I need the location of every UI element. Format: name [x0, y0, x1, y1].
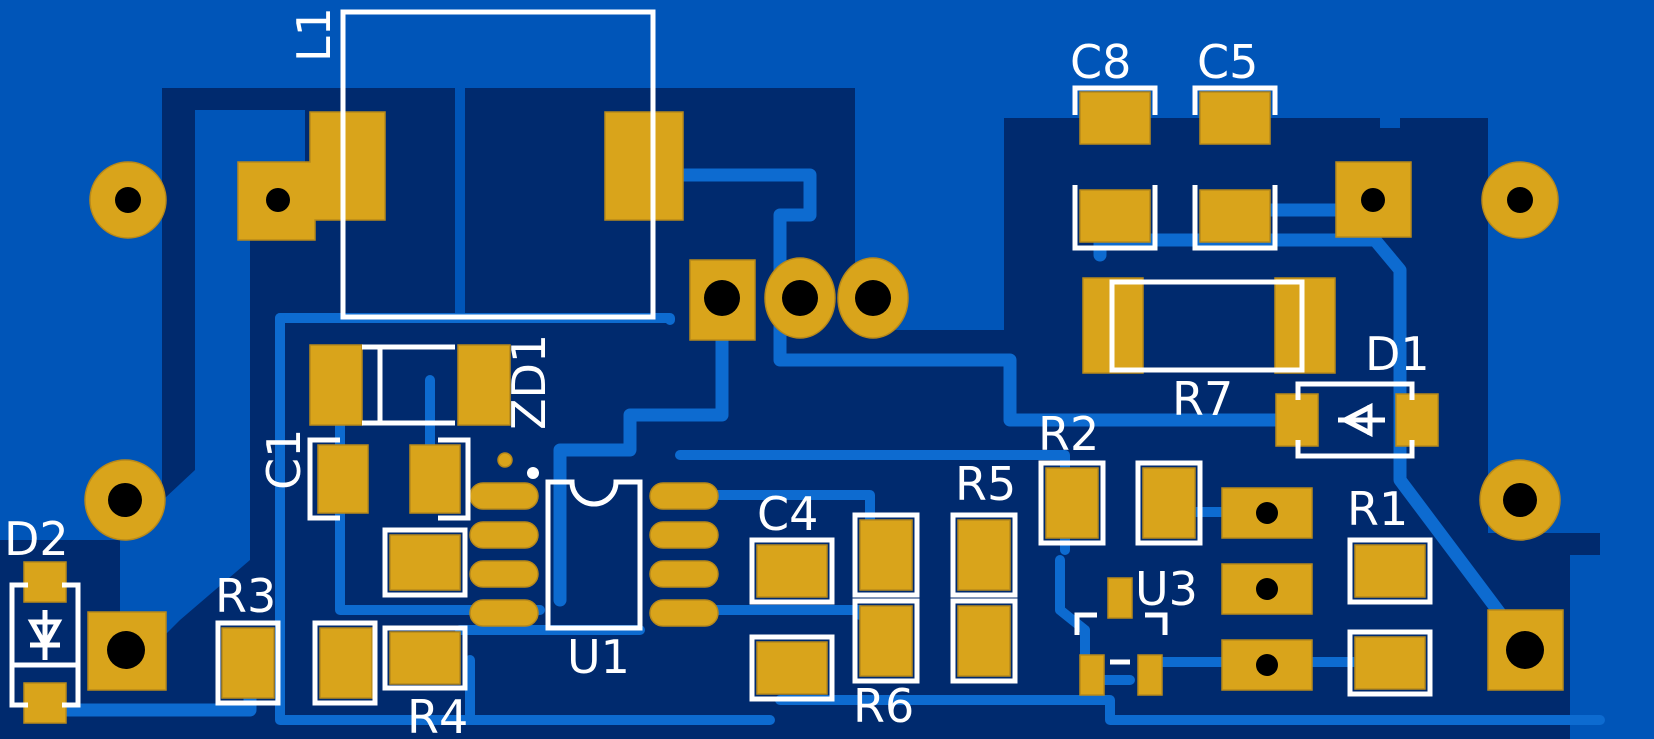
label-u3: U3: [1135, 562, 1198, 616]
label-u1: U1: [567, 630, 630, 684]
label-c4: C4: [757, 487, 818, 541]
l1-outline: [340, 9, 656, 320]
label-d2: D2: [4, 512, 69, 566]
pads: [23, 91, 1564, 724]
label-c1: C1: [257, 429, 311, 490]
designator-labels: L1 C8 C5 D1 R7 R2 R5 C4 R1 U3 C1 ZD1 D2 …: [4, 7, 1430, 739]
label-r6: R6: [853, 679, 914, 733]
label-r1: R1: [1347, 482, 1408, 536]
pin1-marker: [527, 467, 539, 479]
label-c8: C8: [1070, 35, 1131, 89]
silkscreen: [9, 9, 1433, 708]
label-r7: R7: [1172, 372, 1233, 426]
label-r3: R3: [215, 569, 276, 623]
label-zd1: ZD1: [502, 334, 556, 430]
label-r2: R2: [1038, 407, 1099, 461]
label-l1: L1: [287, 7, 341, 62]
label-d1: D1: [1365, 327, 1430, 381]
label-c5: C5: [1197, 35, 1258, 89]
label-r4: R4: [407, 690, 468, 739]
copper-islands: [120, 88, 1600, 739]
label-r5: R5: [955, 457, 1016, 511]
